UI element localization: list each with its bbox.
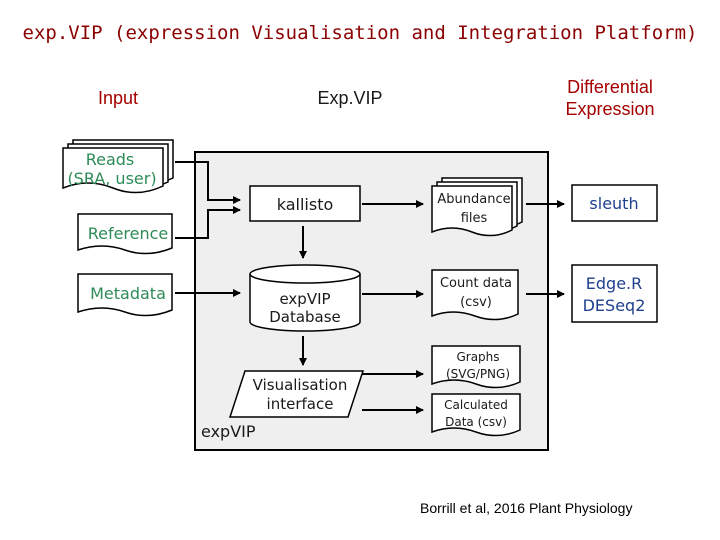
count-data-label-line1: Count data — [440, 276, 512, 291]
page-title: exp.VIP (expression Visualisation and In… — [22, 22, 698, 44]
abundance-files-document-stack: Abundance files — [431, 177, 523, 237]
calculated-label-line2: Data (csv) — [445, 415, 507, 429]
reference-label: Reference — [88, 224, 169, 243]
metadata-label: Metadata — [90, 284, 166, 303]
reads-label-line1: Reads — [86, 150, 135, 169]
database-cylinder: expVIP Database — [249, 264, 361, 332]
visualisation-label-line2: interface — [267, 395, 334, 413]
count-data-document: Count data (csv) — [431, 269, 519, 321]
panel-label: expVIP — [201, 422, 256, 441]
abundance-label-line2: files — [461, 211, 488, 226]
graphs-label-line2: (SVG/PNG) — [446, 367, 510, 381]
citation: Borrill et al, 2016 Plant Physiology — [420, 500, 633, 516]
reference-document: Reference — [77, 213, 173, 255]
edger-deseq2-box — [571, 264, 658, 323]
sleuth-box — [571, 184, 658, 222]
visualisation-interface-box — [228, 370, 365, 418]
column-header-differential-expression: Differential Expression — [540, 76, 680, 120]
column-header-de-line1: Differential — [567, 77, 653, 97]
deseq2-label: DESeq2 — [583, 296, 646, 315]
graphs-label-line1: Graphs — [456, 350, 499, 364]
database-label-line2: Database — [269, 308, 341, 326]
reads-to-kallisto-arrow — [175, 161, 241, 204]
calculated-data-document: Calculated Data (csv) — [431, 393, 521, 437]
reads-document-stack: Reads (SRA, user) — [62, 139, 174, 194]
visualisation-label-line1: Visualisation — [253, 376, 348, 394]
database-label-line1: expVIP — [279, 290, 330, 308]
kallisto-label: kallisto — [277, 195, 334, 214]
reads-label-line2: (SRA, user) — [67, 169, 156, 188]
count-data-label-line2: (csv) — [460, 295, 492, 310]
metadata-document: Metadata — [77, 273, 173, 317]
column-header-input: Input — [97, 88, 139, 108]
column-header-expvip: Exp.VIP — [317, 88, 383, 108]
sleuth-label: sleuth — [589, 194, 638, 213]
calculated-label-line1: Calculated — [444, 398, 508, 412]
abundance-label-line1: Abundance — [437, 192, 510, 207]
kallisto-box — [249, 185, 361, 222]
edger-label: Edge.R — [586, 274, 642, 293]
reference-to-kallisto-arrow — [175, 206, 241, 239]
column-header-de-line2: Expression — [565, 99, 655, 119]
graphs-document: Graphs (SVG/PNG) — [431, 345, 521, 389]
